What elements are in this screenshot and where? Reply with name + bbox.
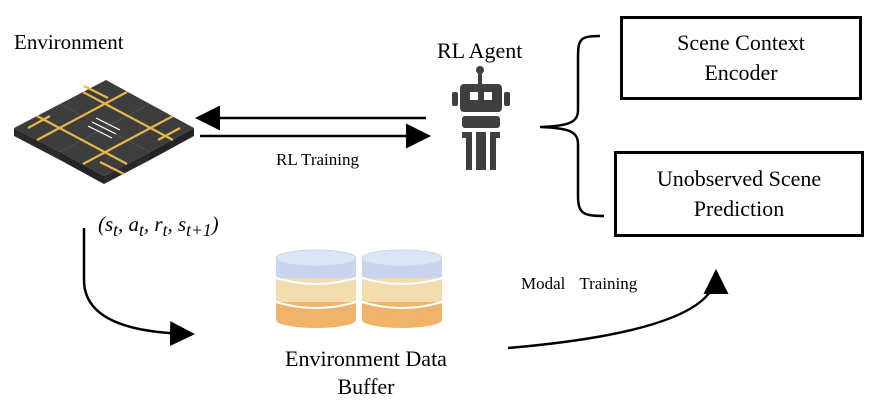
unobserved-scene-prediction-box: Unobserved Scene Prediction (614, 151, 864, 237)
arrow-env-to-buffer (82, 228, 195, 347)
intersection-icon (14, 80, 194, 184)
arrow-buffer-to-modules (507, 269, 729, 350)
agent-label: RL Agent (437, 38, 523, 63)
database-icon-left (275, 249, 357, 328)
modal-training-label: Modal Training (521, 274, 638, 293)
robot-icon (452, 66, 510, 170)
rl-training-label: RL Training (276, 150, 359, 169)
transition-tuple-label: (st, at, rt, st+1) (98, 212, 219, 241)
prediction-label: Unobserved Scene Prediction (656, 166, 822, 221)
environment-label: Environment (14, 30, 124, 54)
module-brace (539, 34, 605, 218)
scene-context-encoder-box: Scene Context Encoder (620, 16, 862, 100)
encoder-label: Scene Context Encoder (677, 30, 805, 85)
database-icon-right (361, 249, 443, 328)
buffer-label: Environment Data Buffer (285, 346, 447, 399)
